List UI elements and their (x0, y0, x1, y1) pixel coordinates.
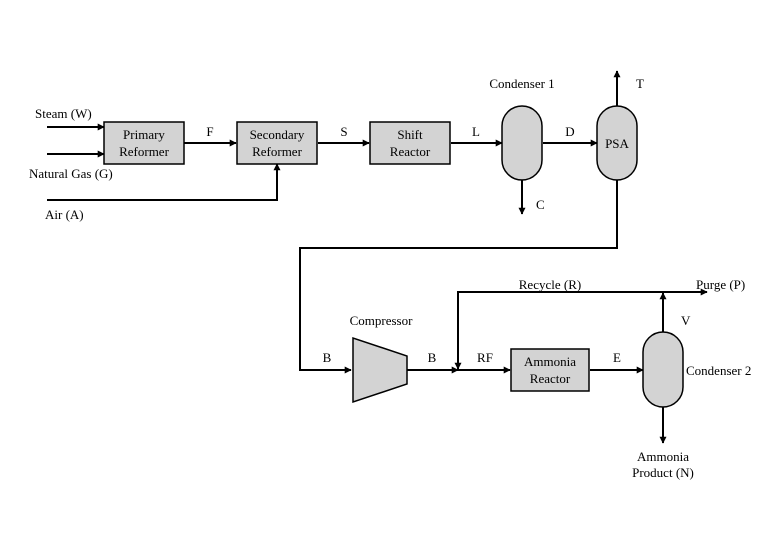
stream-v-label: V (681, 313, 691, 328)
ammonia-reactor-label-1: Ammonia (524, 354, 576, 369)
stream-d-label: D (565, 124, 574, 139)
stream-b-out-label: B (428, 350, 437, 365)
stream-b-in-label: B (323, 350, 332, 365)
stream-t-label: T (636, 76, 644, 91)
ammonia-reactor: Ammonia Reactor (510, 348, 590, 392)
secondary-reformer: Secondary Reformer (236, 121, 318, 165)
ammonia-product-label-2: Product (N) (632, 465, 694, 480)
condenser-1-label: Condenser 1 (489, 76, 554, 91)
condenser-1 (501, 105, 543, 181)
air-stream (47, 163, 281, 201)
stream-f-label: F (206, 124, 213, 139)
ammonia-reactor-label-2: Reactor (530, 371, 571, 386)
condenser-2-label: Condenser 2 (686, 363, 751, 378)
stream-e-label: E (613, 350, 621, 365)
primary-reformer-label-2: Reformer (119, 144, 169, 159)
ammonia-product-label-1: Ammonia (637, 449, 689, 464)
stream-l-label: L (472, 124, 480, 139)
stream-c-label: C (536, 197, 545, 212)
shift-reactor-label-2: Reactor (390, 144, 431, 159)
primary-reformer: Primary Reformer (103, 121, 185, 165)
recycle-label: Recycle (R) (519, 277, 581, 292)
air-label: Air (A) (45, 207, 84, 222)
stream-rf-label: RF (477, 350, 493, 365)
psa-label: PSA (605, 136, 629, 151)
secondary-reformer-label-2: Reformer (252, 144, 302, 159)
purge-label: Purge (P) (696, 277, 745, 292)
shift-reactor: Shift Reactor (369, 121, 451, 165)
steam-label: Steam (W) (35, 106, 92, 121)
psa-unit: PSA (596, 105, 638, 181)
compressor (352, 336, 408, 404)
primary-reformer-label-1: Primary (123, 127, 165, 142)
secondary-reformer-label-1: Secondary (250, 127, 305, 142)
stream-s-label: S (340, 124, 347, 139)
condenser-2 (642, 331, 684, 408)
stream-b-feed (299, 180, 618, 374)
natural-gas-label: Natural Gas (G) (29, 166, 113, 181)
compressor-label: Compressor (350, 313, 414, 328)
shift-reactor-label-1: Shift (397, 127, 423, 142)
recycle-stream (454, 291, 663, 370)
